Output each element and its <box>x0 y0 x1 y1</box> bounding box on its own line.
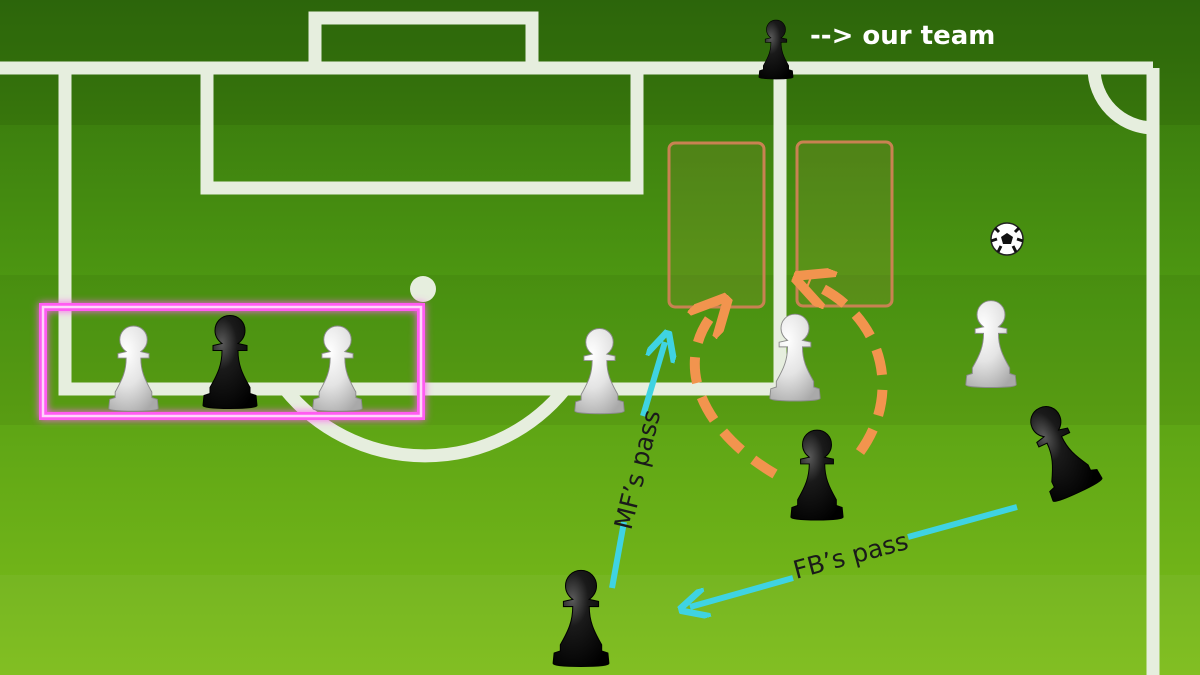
corner-arc <box>1087 67 1154 135</box>
soccer-ball-icon <box>990 222 1024 256</box>
run-arrow-right <box>808 282 888 455</box>
target-zone-left <box>667 141 766 309</box>
target-zone-right <box>795 140 894 308</box>
legend-label: --> our team <box>810 21 995 51</box>
penalty-spot <box>410 276 436 302</box>
mf-pass-arrow <box>609 342 665 589</box>
penalty-arc <box>279 384 571 463</box>
run-arrow-left <box>695 308 778 479</box>
fb-pass-arrow <box>690 504 1018 607</box>
goal-box <box>308 11 539 68</box>
six-yard-box <box>200 68 644 195</box>
